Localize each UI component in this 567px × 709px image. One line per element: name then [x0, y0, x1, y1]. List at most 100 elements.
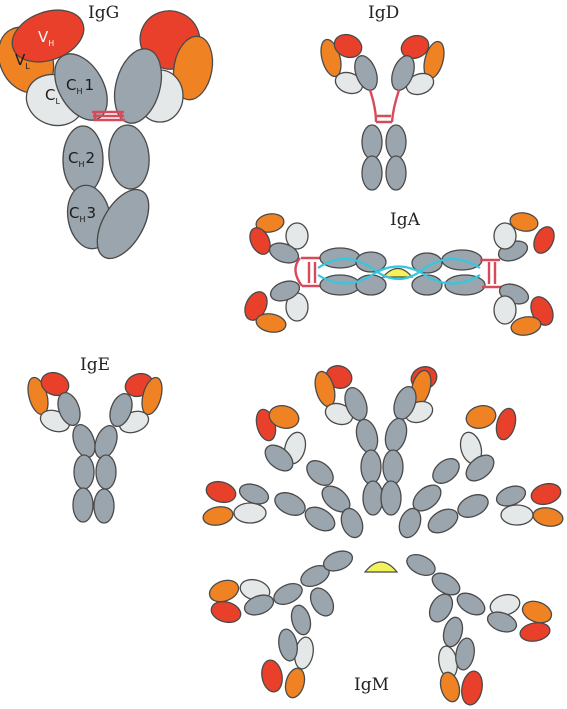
igm-ch4-7 [322, 550, 354, 572]
igm-vl-7 [208, 579, 240, 603]
igm-cl-6 [500, 504, 534, 526]
iga-r-vl-top [509, 212, 539, 232]
igd-cl-right [405, 72, 435, 96]
igm-ch1-5 [238, 483, 270, 505]
igg-ch2-sub: H [78, 160, 84, 169]
iga-r-vl-bot [510, 316, 542, 336]
igd-ch2-right [385, 124, 407, 160]
igd-ch1-left [354, 55, 378, 91]
ige-ch4-left [72, 487, 94, 523]
iga-r-ch2-bot [444, 274, 486, 296]
igg-hinge-disulfide [92, 110, 125, 122]
iga-antibody [244, 212, 555, 336]
ige-ch1-right [109, 393, 133, 427]
igm-ch3-5 [304, 506, 336, 532]
igg-ch1-num: 1 [85, 76, 95, 94]
igd-antibody [320, 33, 445, 191]
iga-r-ch3-top [411, 252, 443, 274]
igg-ch2-letter: C [68, 149, 78, 167]
ige-ch3-right [95, 454, 117, 490]
igd-ch3-left [361, 155, 383, 191]
iga-l-ch1-bot [269, 280, 301, 302]
igm-ch4-8 [406, 554, 436, 576]
igm-ch1-9 [278, 628, 298, 662]
iga-l-hinge [294, 256, 326, 288]
igm-vh-6 [530, 482, 562, 506]
igm-ch3-2 [382, 449, 404, 485]
igg-vl-sub: L [25, 62, 30, 71]
iga-l-cl-top [285, 222, 309, 250]
igg-vl-right [172, 35, 214, 101]
igm-ch3-1 [360, 449, 382, 485]
iga-secretory-component [317, 257, 481, 285]
igm-vl-8 [521, 600, 553, 624]
igg-label: IgG [88, 3, 119, 23]
igg-ch1-right [113, 48, 163, 124]
iga-l-vh-top [249, 227, 271, 255]
igg-ch3-sub: H [79, 215, 85, 224]
igm-ch3-6 [427, 508, 459, 534]
ige-label: IgE [80, 355, 110, 375]
igd-cl-left [334, 71, 364, 95]
igm-ch2-3 [306, 460, 334, 486]
igm-ch1-8 [486, 611, 518, 633]
svg-text:CH1: CH1 [66, 76, 94, 96]
igm-label: IgM [354, 675, 389, 695]
igd-ch3-right [385, 155, 407, 191]
iga-label: IgA [390, 210, 421, 230]
igg-cl-letter: C [45, 86, 55, 104]
iga-l-ch2-bot [319, 274, 361, 296]
igm-j-chain [363, 561, 399, 573]
igd-vh-left [333, 33, 363, 59]
igg-ch1-sub: H [76, 87, 82, 96]
igg-ch3-right [96, 188, 150, 260]
iga-l-vh-bot [244, 291, 268, 321]
ige-antibody [27, 371, 163, 524]
ige-ch2-left [72, 424, 96, 458]
igm-vl-6 [532, 507, 564, 527]
iga-l-ch1-top [268, 242, 300, 264]
iga-r-cl-top [493, 222, 517, 250]
igd-hinge [368, 89, 401, 124]
igg-ch1-left [54, 53, 108, 121]
ige-vh-left [40, 371, 70, 397]
igg-vh-left [11, 9, 85, 63]
igm-ch4-2 [380, 480, 402, 516]
igm-cl-1 [324, 402, 354, 426]
igg-ch2-num: 2 [86, 149, 96, 167]
ige-ch1-left [57, 392, 81, 426]
igm-vh-4 [495, 407, 517, 441]
igm-ch2-4 [432, 458, 460, 484]
igm-ch2-5 [274, 492, 306, 516]
iga-r-vh-top [533, 226, 555, 254]
igm-ch1-3 [264, 444, 294, 472]
igm-vh-8 [519, 622, 551, 642]
igm-ch3-8 [431, 572, 461, 596]
igm-cl-5 [233, 502, 267, 524]
igm-vh-5 [205, 480, 237, 504]
iga-r-cl-bot [493, 295, 517, 325]
iga-l-vl-top [255, 213, 285, 233]
igm-ch1-6 [495, 485, 527, 507]
igm-ch1-4 [465, 454, 495, 482]
igm-ch2-7 [273, 583, 303, 605]
igm-vl-10 [439, 671, 461, 703]
igd-ch1-right [391, 55, 415, 91]
svg-text:VH: VH [38, 28, 54, 48]
svg-text:CH2: CH2 [68, 149, 95, 169]
igm-ch2-6 [457, 494, 489, 518]
igg-ch2-right [108, 124, 150, 190]
igm-vl-9 [284, 667, 306, 699]
igg-ch1-letter: C [66, 76, 76, 94]
igm-vh-10 [461, 670, 483, 706]
iga-r-hinge [480, 258, 502, 289]
igg-ch3-num: 3 [87, 204, 97, 222]
igd-label: IgD [368, 3, 399, 23]
igm-vh-7 [210, 600, 242, 624]
igm-ch3-9 [309, 587, 335, 617]
svg-text:CH3: CH3 [69, 204, 96, 224]
igm-ch1-7 [243, 594, 275, 616]
igg-vh-sub: H [48, 39, 54, 48]
